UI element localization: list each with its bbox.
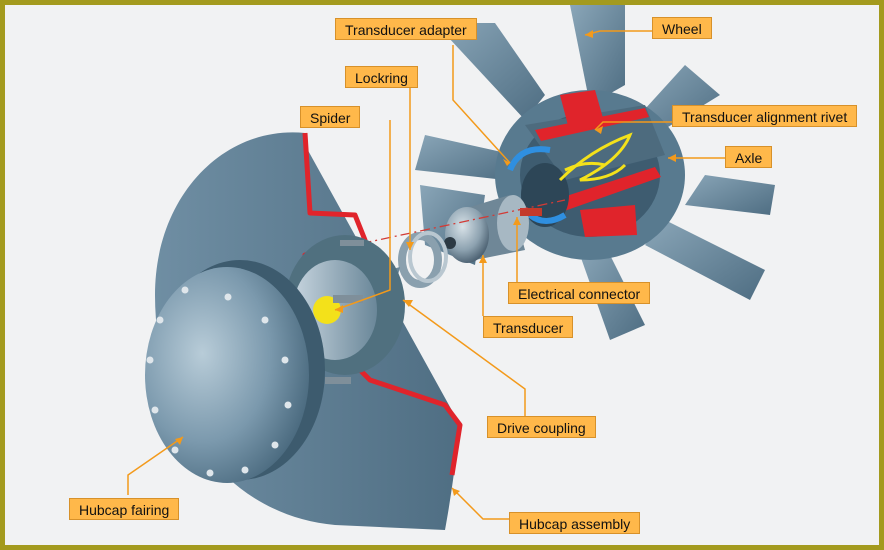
leader-hubcap-assembly	[451, 487, 509, 520]
label-spider: Spider	[300, 106, 361, 128]
diagram-frame: Transducer adapter Wheel Lockring Spider…	[5, 5, 879, 545]
leader-arrowheads	[175, 30, 676, 496]
leader-drive-coupling	[402, 299, 526, 418]
label-drive-coupling: Drive coupling	[487, 416, 596, 438]
leader-transducer-adapter	[452, 45, 511, 164]
label-wheel: Wheel	[652, 17, 712, 39]
label-hubcap-fairing: Hubcap fairing	[69, 498, 180, 520]
label-hubcap-assembly: Hubcap assembly	[509, 512, 641, 534]
transducer-adapter-part	[507, 132, 633, 224]
label-axle: Axle	[725, 146, 773, 168]
lockring-part	[398, 231, 448, 288]
label-transducer: Transducer	[483, 316, 574, 338]
hubcap-fairing-part	[145, 260, 325, 483]
label-electrical-connector: Electrical connector	[508, 282, 651, 304]
leader-transducer-alignment-rivet	[594, 121, 672, 131]
exploded-wheel-assembly-illustration	[127, 5, 775, 530]
leader-spider	[334, 120, 391, 311]
label-lockring: Lockring	[345, 66, 418, 88]
leader-hubcap-fairing	[127, 436, 184, 495]
leader-lines	[127, 30, 725, 520]
label-transducer-adapter: Transducer adapter	[335, 18, 477, 40]
label-transducer-alignment-rivet: Transducer alignment rivet	[672, 105, 858, 127]
